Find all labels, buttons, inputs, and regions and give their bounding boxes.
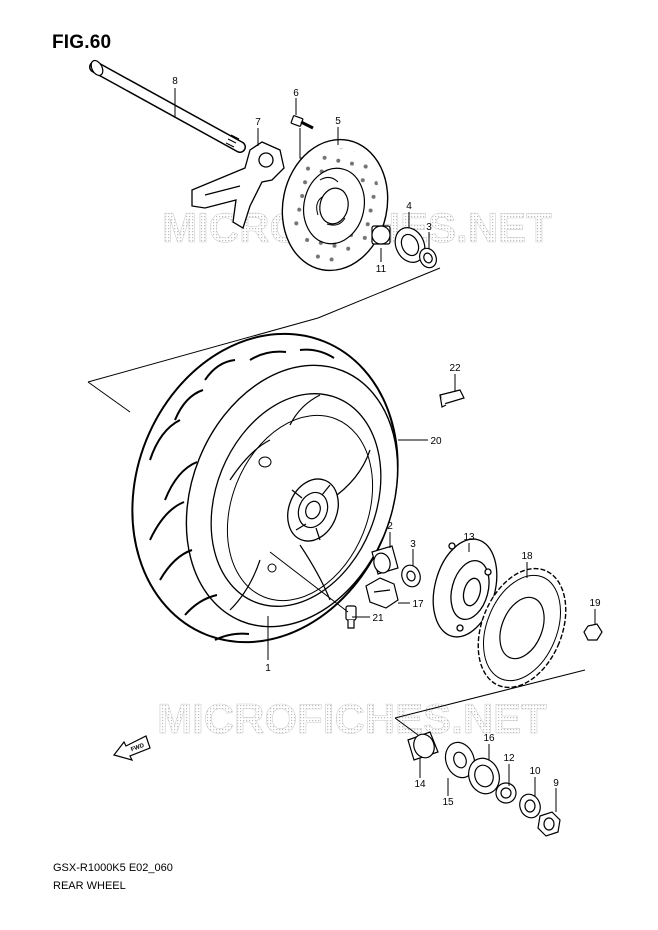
brake-disc-5	[281, 138, 389, 272]
callout-labels: 8 6 7 5 4 3 11 22 20 2 3 13 18 17 21 19 …	[172, 76, 601, 808]
spacer-2	[371, 545, 399, 575]
diagram-name: REAR WHEEL	[53, 880, 126, 892]
axle-8	[89, 59, 246, 153]
oil-seal-16	[468, 757, 500, 795]
bearing-3-upper	[419, 247, 437, 269]
callout-16: 16	[483, 733, 495, 744]
callout-4: 4	[406, 201, 412, 212]
callout-12: 12	[503, 753, 515, 764]
figure-title: FIG.60	[52, 32, 112, 53]
callout-19: 19	[589, 598, 601, 609]
callout-18: 18	[521, 551, 533, 562]
bearing-3-lower	[401, 564, 421, 588]
forward-direction-arrow: FWD	[112, 735, 151, 761]
callout-3-upper: 3	[426, 222, 432, 233]
spacer-11	[371, 225, 391, 245]
callout-2: 2	[387, 521, 393, 532]
balance-weight-22	[439, 389, 465, 408]
sprocket-18	[477, 567, 567, 689]
callout-17: 17	[412, 599, 424, 610]
watermark-bottom: MICROFICHES.NET	[157, 695, 547, 742]
callout-20: 20	[430, 436, 442, 447]
callout-6: 6	[293, 88, 299, 99]
spacer-14	[407, 731, 439, 761]
diagram-code: GSX-R1000K5 E02_060	[53, 862, 173, 874]
nut-19	[583, 623, 603, 641]
spacer-12	[495, 782, 517, 804]
callout-14: 14	[414, 779, 426, 790]
sprocket-drum-13	[432, 538, 498, 638]
cush-damper-17	[365, 577, 399, 609]
callout-15: 15	[442, 797, 454, 808]
oil-seal-4	[394, 227, 426, 263]
bolt-6	[290, 115, 314, 130]
bearing-15	[444, 741, 476, 779]
callout-11: 11	[376, 264, 387, 275]
callout-leaders	[174, 88, 596, 812]
callout-9: 9	[553, 778, 559, 789]
callout-22: 22	[449, 363, 461, 374]
caliper-bracket-7	[191, 141, 285, 229]
callout-21: 21	[372, 613, 384, 624]
callout-5: 5	[335, 116, 341, 127]
callout-3-lower: 3	[410, 539, 416, 550]
callout-13: 13	[463, 532, 475, 543]
wheel-1	[210, 393, 382, 611]
callout-1: 1	[265, 663, 271, 674]
axle-nut-9	[537, 811, 561, 837]
callout-10: 10	[529, 766, 541, 777]
fwd-label: FWD	[130, 743, 146, 754]
callout-8: 8	[172, 76, 178, 87]
callout-7: 7	[255, 117, 261, 128]
washer-10	[519, 793, 541, 819]
